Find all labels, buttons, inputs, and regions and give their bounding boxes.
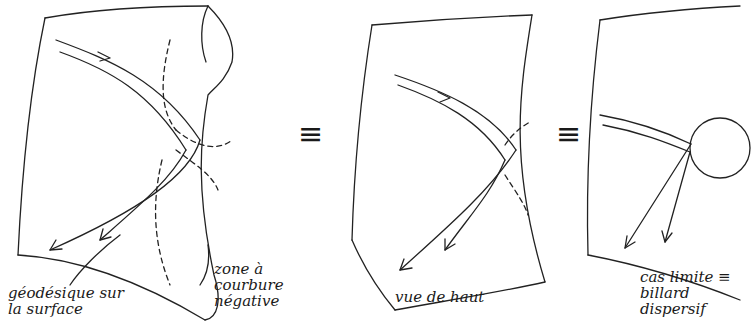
- equivalence-sign: ≡: [556, 118, 581, 150]
- caption-label: cas limite ≡ billard dispersif: [640, 270, 748, 317]
- caption-label: vue de haut: [395, 290, 484, 306]
- billiard-figure: [588, 6, 751, 300]
- callout-label: zone à courbure négative: [214, 262, 310, 309]
- callout-label: géodésique sur la surface: [8, 286, 128, 318]
- equivalence-sign: ≡: [298, 118, 323, 150]
- surface-figure: [18, 6, 233, 320]
- top-view-figure: [352, 15, 545, 310]
